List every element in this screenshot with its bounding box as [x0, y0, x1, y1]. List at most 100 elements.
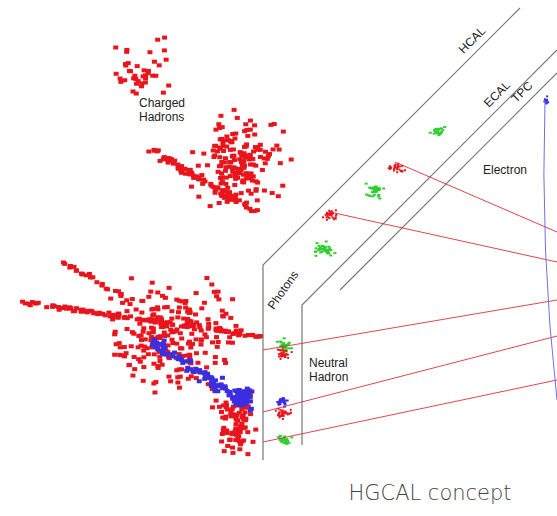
hit-cell: [232, 158, 237, 162]
hit-cell: [228, 148, 233, 152]
hit-cell: [233, 422, 238, 426]
hit-cell: [143, 73, 148, 77]
hit-cell: [213, 321, 218, 325]
hit-cell: [287, 354, 289, 356]
hit-cell: [335, 217, 337, 219]
hit-cell: [206, 322, 211, 326]
hit-cell: [231, 451, 236, 455]
hit-cell: [155, 307, 160, 311]
hit-cell: [545, 102, 547, 104]
hit-cell: [277, 148, 282, 152]
hit-cell: [127, 69, 132, 73]
hit-cell: [280, 342, 283, 344]
hit-cell: [26, 302, 31, 306]
hit-cell: [433, 133, 436, 135]
hit-cell: [87, 272, 92, 276]
hit-cell: [262, 189, 267, 193]
hit-cell: [239, 402, 244, 406]
hit-cell: [189, 367, 194, 371]
hit-cell: [232, 183, 237, 187]
hit-cell: [314, 251, 317, 253]
hit-cell: [236, 167, 241, 171]
hit-cell: [279, 439, 282, 441]
hit-cell: [276, 341, 279, 343]
hit-cell: [131, 332, 136, 336]
hit-cell: [188, 360, 193, 364]
hit-cell: [280, 441, 283, 443]
hit-cell: [315, 247, 318, 249]
hit-cell: [204, 365, 209, 369]
particle-label: Photons: [265, 268, 302, 312]
hit-cell: [228, 316, 233, 320]
hit-cell: [163, 353, 168, 357]
hit-cell: [202, 377, 207, 381]
hit-cell: [211, 382, 216, 386]
hit-cell: [280, 355, 282, 357]
hit-cell: [219, 410, 224, 414]
hit-cell: [215, 149, 220, 153]
hit-cell: [241, 180, 246, 184]
hit-cell: [290, 412, 292, 414]
hit-cell: [241, 159, 246, 163]
hit-cell: [196, 177, 201, 181]
hit-cell: [248, 154, 253, 158]
hit-cell: [160, 363, 165, 367]
hit-cell: [290, 347, 293, 349]
hit-cell: [142, 68, 147, 72]
hit-cell: [277, 349, 279, 351]
hit-cell: [220, 432, 225, 436]
hit-cell: [248, 119, 253, 123]
hit-cell: [276, 194, 281, 198]
hit-cell: [184, 369, 189, 373]
hit-cell: [225, 389, 230, 393]
hit-cell: [238, 430, 243, 434]
hit-cell: [175, 381, 180, 385]
hit-cell: [199, 306, 204, 310]
hit-cell: [197, 379, 202, 383]
hit-cell: [281, 401, 284, 403]
hit-cell: [204, 335, 209, 339]
hit-cell: [325, 250, 328, 252]
hit-cell: [284, 356, 286, 358]
hit-cell: [216, 122, 221, 126]
hit-cell: [221, 315, 226, 319]
hit-cell: [377, 187, 380, 189]
hit-cell: [282, 349, 284, 351]
hit-cell: [285, 413, 287, 415]
hit-cell: [176, 165, 181, 169]
hit-cell: [119, 292, 124, 296]
hit-cell: [328, 247, 331, 249]
hit-cell: [158, 322, 163, 326]
hit-cell: [152, 352, 157, 356]
hit-cell: [242, 202, 247, 206]
hit-cell: [314, 251, 317, 253]
hit-cell: [319, 251, 322, 253]
hit-cell: [117, 313, 122, 317]
hit-cell: [232, 194, 237, 198]
hit-cell: [270, 191, 275, 195]
hit-cell: [389, 167, 391, 169]
hit-cell: [217, 164, 222, 168]
hit-cell: [149, 317, 154, 321]
hit-cell: [389, 165, 391, 167]
hit-cell: [314, 255, 317, 257]
hit-cell: [228, 413, 233, 417]
hit-cell: [198, 343, 203, 347]
hit-cell: [282, 412, 284, 414]
hit-cell: [374, 189, 377, 191]
hit-cell: [132, 74, 137, 78]
hit-cell: [186, 308, 191, 312]
hit-cell: [227, 160, 232, 164]
hit-cell: [141, 326, 146, 330]
hit-cell: [279, 341, 282, 343]
hit-cell: [278, 412, 280, 414]
hit-cell: [169, 317, 174, 321]
hit-cell: [255, 145, 260, 149]
hit-cell: [233, 438, 238, 442]
hit-cell: [158, 315, 163, 319]
hit-cell: [222, 449, 227, 453]
hit-cell: [327, 215, 329, 217]
hit-cell: [139, 334, 144, 338]
